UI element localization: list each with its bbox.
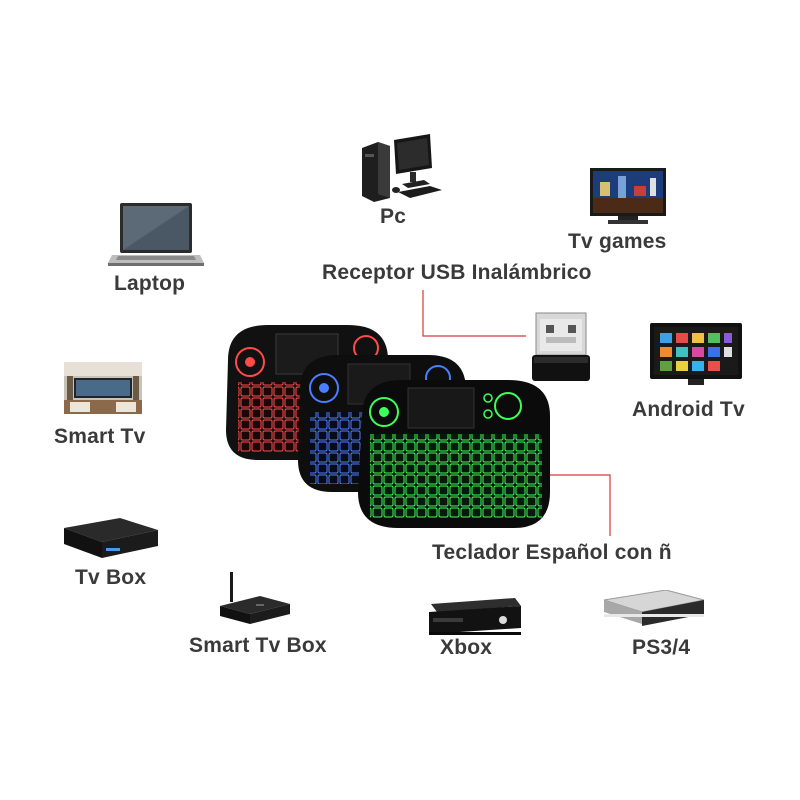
ps-label: PS3/4 xyxy=(632,636,691,659)
pc-label: Pc xyxy=(380,205,407,228)
android-tv-label: Android Tv xyxy=(632,398,745,421)
keyboard-label: Teclador Español con ñ xyxy=(432,541,672,564)
xbox-label: Xbox xyxy=(440,636,493,659)
keyboard-green xyxy=(358,380,550,528)
smart-tv-image xyxy=(64,362,142,414)
android-tv-image xyxy=(650,323,742,385)
smart-tv-box-image xyxy=(220,572,290,626)
smart-tv-label: Smart Tv xyxy=(54,425,146,448)
xbox-image xyxy=(425,598,523,636)
ps-image xyxy=(602,590,706,634)
tv-box-image xyxy=(62,516,160,560)
tv-games-label: Tv games xyxy=(568,230,667,253)
usb-receiver-image xyxy=(528,305,594,383)
tv-box-label: Tv Box xyxy=(75,566,147,589)
smart-tv-box-label: Smart Tv Box xyxy=(189,634,327,657)
keyboards-image xyxy=(226,325,550,528)
receiver-label: Receptor USB Inalámbrico xyxy=(322,261,592,284)
laptop-image xyxy=(108,203,204,267)
pc-image xyxy=(360,132,444,202)
laptop-label: Laptop xyxy=(114,272,186,295)
tv-games-image xyxy=(588,168,668,226)
